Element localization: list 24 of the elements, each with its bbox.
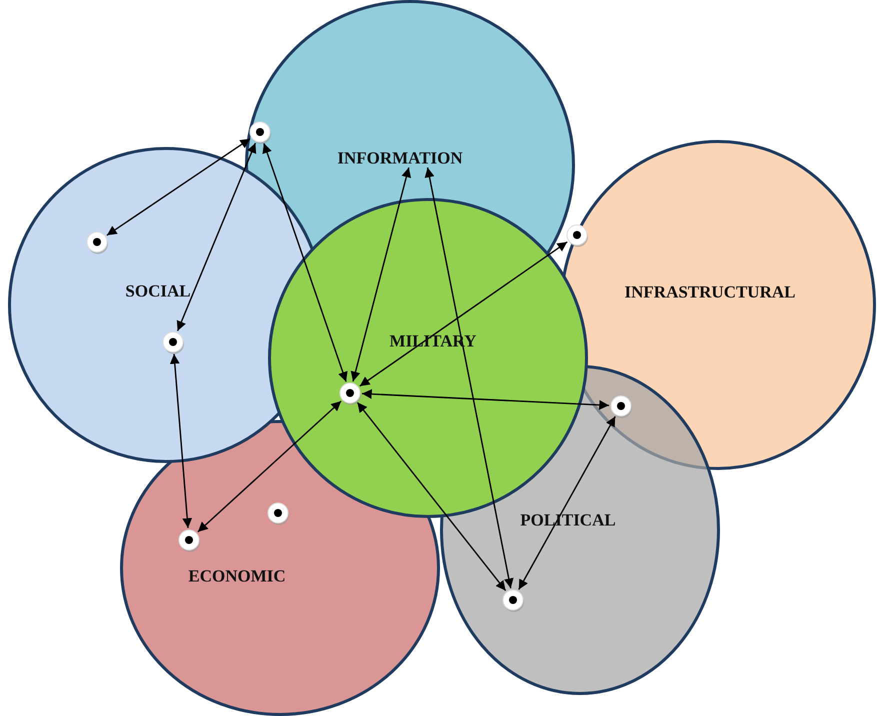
double-arrow [176,142,256,332]
marker-dot [339,382,361,404]
double-arrow [424,167,514,588]
double-arrow [350,167,412,382]
double-arrow [518,416,616,590]
double-arrow [170,354,192,528]
marker-dot [178,529,200,551]
marker-dot [267,502,289,524]
double-arrow [197,400,342,532]
double-arrow [362,389,610,410]
domain-label: SOCIAL [125,282,191,300]
double-arrow [356,402,506,592]
marker-dot [86,231,108,253]
double-arrow [359,241,568,387]
marker-dot [162,331,184,353]
marker-dot [249,121,271,143]
domain-label: INFRASTRUCTURAL [624,282,796,302]
domain-label: ECONOMIC [188,566,286,586]
double-arrow [106,138,250,236]
marker-dot [502,589,524,611]
double-arrow [262,143,348,382]
domain-label: INFORMATION [337,148,463,168]
marker-dot [566,224,588,246]
marker-dot [610,395,632,417]
